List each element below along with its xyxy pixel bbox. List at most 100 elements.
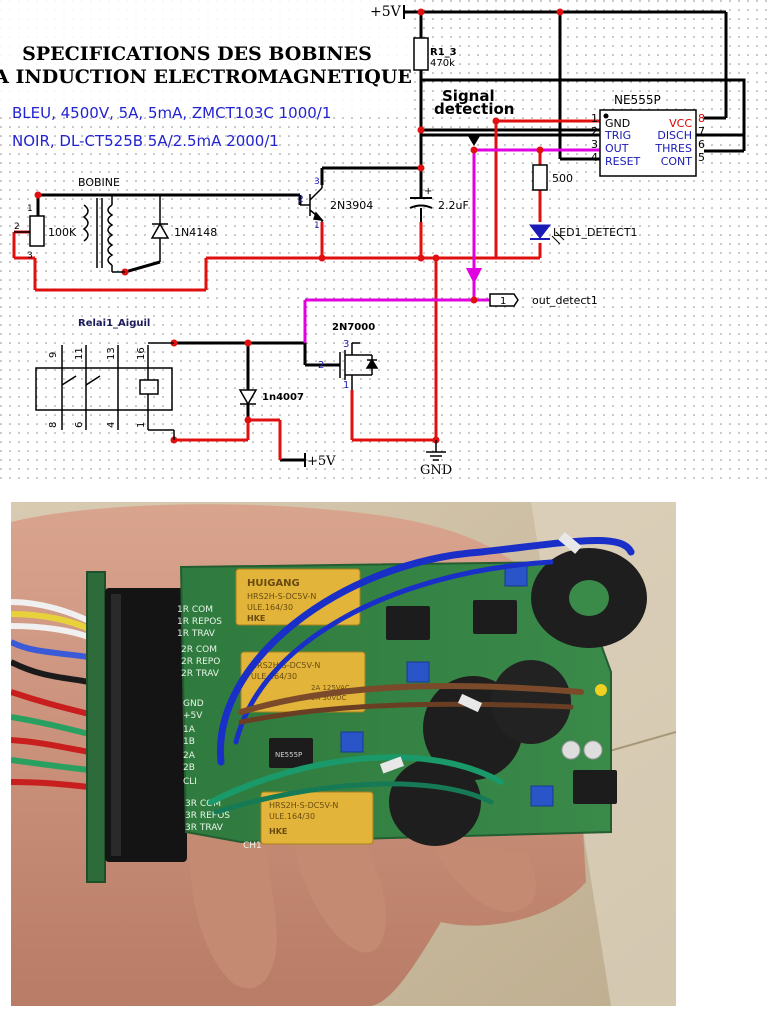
cables xyxy=(208,537,635,815)
out-detect-port: 1 xyxy=(489,293,519,307)
svg-text:GND: GND xyxy=(605,117,630,130)
svg-text:3R COM: 3R COM xyxy=(185,799,221,809)
svg-text:1: 1 xyxy=(500,296,506,307)
vcc-bottom-label: +5V xyxy=(307,454,336,469)
svg-text:OUT: OUT xyxy=(605,142,629,155)
svg-text:1R COM: 1R COM xyxy=(177,605,213,615)
svg-text:2R REPO: 2R REPO xyxy=(181,657,220,667)
svg-text:8: 8 xyxy=(48,422,59,428)
finger-3 xyxy=(431,842,536,912)
svg-text:9: 9 xyxy=(48,352,59,358)
mosfet-2n7000 xyxy=(339,342,379,390)
silk-labels: 1R COM 1R REPOS 1R TRAV 2R COM 2R REPO 2… xyxy=(177,605,230,833)
red-wires xyxy=(12,119,600,460)
out-detect-label: out_detect1 xyxy=(532,294,598,307)
svg-text:CONT: CONT xyxy=(661,155,693,168)
svg-text:HRS2H-S-DC5V-N: HRS2H-S-DC5V-N xyxy=(269,801,338,810)
svg-text:HRS2H-S-DC5V-N: HRS2H-S-DC5V-N xyxy=(251,661,320,670)
svg-text:TRIG: TRIG xyxy=(604,129,631,142)
q1-name: 2N3904 xyxy=(330,199,373,212)
svg-text:+5V: +5V xyxy=(183,711,203,721)
junction-dots xyxy=(34,8,564,444)
svg-text:4: 4 xyxy=(106,422,117,428)
gnd-symbol xyxy=(426,440,446,461)
relay-3: HRS2H-S-DC5V-N ULE.164/30 HKE xyxy=(260,791,374,845)
svg-text:6: 6 xyxy=(74,422,85,428)
finger-1 xyxy=(190,832,277,989)
svg-text:1A: 1A xyxy=(183,725,196,735)
relay-name: Relai1_Aiguil xyxy=(78,318,150,329)
mosfet-pins: 1 2 3 xyxy=(318,339,349,391)
svg-text:THRES: THRES xyxy=(654,142,692,155)
diode2-label: 1n4007 xyxy=(262,392,304,403)
svg-text:1R TRAV: 1R TRAV xyxy=(177,629,216,639)
svg-text:ULE.164/30: ULE.164/30 xyxy=(247,603,293,612)
yellow-led xyxy=(595,684,607,696)
svg-text:2: 2 xyxy=(591,125,598,138)
ic-photo-label: NE555P xyxy=(275,751,302,759)
vcc-top-label: +5V xyxy=(370,4,402,20)
svg-text:3: 3 xyxy=(343,339,349,350)
zip-ties xyxy=(379,532,582,774)
svg-text:16: 16 xyxy=(136,347,147,360)
svg-text:8: 8 xyxy=(698,112,705,125)
svg-text:VCC: VCC xyxy=(669,117,692,130)
r-led-value: 500 xyxy=(552,172,573,185)
svg-text:6: 6 xyxy=(698,138,705,151)
potentiometer-100k: 1 2 3 xyxy=(14,204,45,261)
cap-value: 2.2uF xyxy=(438,199,469,212)
signal-label-2: detection xyxy=(434,100,514,118)
svg-text:1: 1 xyxy=(343,380,349,391)
svg-text:1R REPOS: 1R REPOS xyxy=(177,617,222,627)
svg-text:4: 4 xyxy=(591,151,598,164)
mosfet-name: 2N7000 xyxy=(332,322,375,333)
q1-pins: 1 2 3 xyxy=(298,177,320,231)
svg-text:3: 3 xyxy=(27,251,33,261)
signal-detection-box xyxy=(419,78,746,137)
finger-2 xyxy=(291,832,386,953)
bobine-label: BOBINE xyxy=(78,176,120,189)
svg-text:GND: GND xyxy=(183,699,204,709)
svg-text:1: 1 xyxy=(27,204,33,214)
trimmers xyxy=(340,565,554,807)
svg-text:3R REPOS: 3R REPOS xyxy=(185,811,230,821)
ic-pin-names-right: VCC DISCH THRES CONT xyxy=(654,117,692,168)
svg-text:7: 7 xyxy=(698,125,705,138)
led-label: LED1_DETECT1 xyxy=(553,226,638,239)
svg-text:ULE.164/30: ULE.164/30 xyxy=(251,672,297,681)
svg-text:1: 1 xyxy=(136,422,147,428)
svg-text:2A 125VAC: 2A 125VAC xyxy=(311,684,350,692)
svg-text:HKE: HKE xyxy=(247,614,265,623)
ic-name: NE555P xyxy=(614,93,661,107)
svg-text:11: 11 xyxy=(74,347,85,360)
current-transformers xyxy=(389,548,647,846)
schematic: SPECIFICATIONS DES BOBINES A INDUCTION E… xyxy=(0,0,770,485)
svg-text:ULE.164/30: ULE.164/30 xyxy=(269,812,315,821)
svg-text:CLI: CLI xyxy=(183,777,197,787)
gnd-label: GND xyxy=(420,463,452,478)
title-line-1: SPECIFICATIONS DES BOBINES xyxy=(22,43,372,65)
spec-black-coil: NOIR, DL-CT525B 5A/2.5mA 2000/1 xyxy=(12,132,279,150)
svg-text:1B: 1B xyxy=(183,737,195,747)
ne555-ic: NE555P 1 2 3 4 GND TRIG OUT RESET VCC DI… xyxy=(591,93,705,177)
svg-text:3R TRAV: 3R TRAV xyxy=(185,823,224,833)
signal-label-1: Signal xyxy=(442,87,495,105)
board-tag: CH1 xyxy=(243,841,262,851)
diode1-label: 1N4148 xyxy=(174,226,217,239)
resistor-500 xyxy=(532,164,548,191)
svg-text:13: 13 xyxy=(106,347,117,360)
ic-pin-numbers-right: 8 7 6 5 xyxy=(698,112,705,164)
svg-text:1: 1 xyxy=(314,221,320,231)
cap-plus: + xyxy=(424,186,432,197)
capacitors xyxy=(561,740,603,760)
svg-text:3: 3 xyxy=(314,177,320,187)
black-arrow xyxy=(468,136,480,146)
svg-text:HUIGANG: HUIGANG xyxy=(247,578,300,589)
relay-symbol xyxy=(35,342,175,440)
svg-text:2R COM: 2R COM xyxy=(181,645,217,655)
r1-value: 470k xyxy=(430,58,455,69)
pcb-photo: 1R COM 1R REPOS 1R TRAV 2R COM 2R REPO 2… xyxy=(11,502,676,1006)
spec-blue-coil: BLEU, 4500V, 5A, 5mA, ZMCT103C 1000/1 xyxy=(12,104,331,122)
ribbon-wires xyxy=(11,599,93,790)
r1-resistor xyxy=(413,37,429,71)
